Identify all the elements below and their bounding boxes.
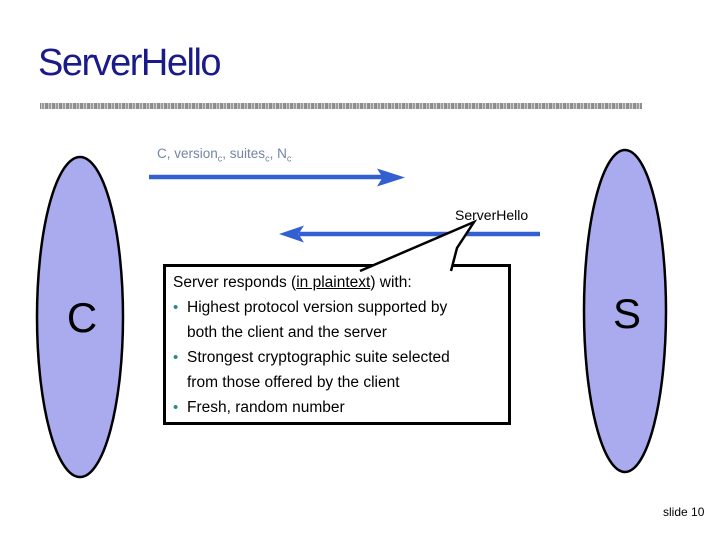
bullet-line: Fresh, random number (187, 399, 345, 416)
msg1-sub: c (217, 153, 223, 164)
bullet-line: Strongest cryptographic suite selected (187, 349, 450, 366)
clienthello-arrowhead-icon (377, 168, 405, 187)
slide-title: ServerHello (38, 42, 222, 84)
bullet-item: • Fresh, random number (173, 395, 502, 420)
msg1-text: C, version (157, 146, 218, 161)
server-label: S (612, 290, 641, 337)
slide-number: slide 10 (663, 505, 705, 519)
bullet-icon: • (173, 399, 179, 416)
msg1-text: , N (269, 146, 287, 161)
msg1-text: , suites (222, 146, 266, 161)
bullet-text: Highest protocol version supported by bo… (187, 295, 502, 345)
msg1-sub: c (265, 153, 270, 164)
callout-heading: Server responds (in plaintext) with: (173, 270, 502, 295)
divider-bar (40, 103, 642, 109)
bullet-item: • Strongest cryptographic suite selected… (173, 345, 502, 395)
callout-heading-pre: Server responds ( (173, 274, 297, 291)
callout-heading-underlined: in plaintext (296, 274, 371, 291)
clienthello-message-label: C, versionc, suitesc, Nc (157, 146, 291, 164)
serverhello-message-label: ServerHello (455, 207, 529, 223)
bullet-icon: • (173, 349, 179, 366)
callout-box: Server responds (in plaintext) with: • H… (163, 264, 511, 425)
bullet-line: Highest protocol version supported by (187, 299, 448, 316)
serverhello-arrowhead-icon (279, 225, 304, 243)
server-ellipse (582, 148, 668, 474)
bullet-text: Fresh, random number (187, 395, 502, 420)
bullet-icon: • (173, 299, 179, 316)
bullet-line: both the client and the server (187, 324, 387, 341)
callout-heading-post: ) with: (370, 274, 412, 291)
bullet-item: • Highest protocol version supported by … (173, 295, 502, 345)
client-ellipse (35, 155, 125, 479)
bullet-line: from those offered by the client (187, 374, 400, 391)
bullet-text: Strongest cryptographic suite selected f… (187, 345, 502, 395)
msg1-sub: c (286, 153, 292, 164)
client-label: C (66, 294, 98, 341)
